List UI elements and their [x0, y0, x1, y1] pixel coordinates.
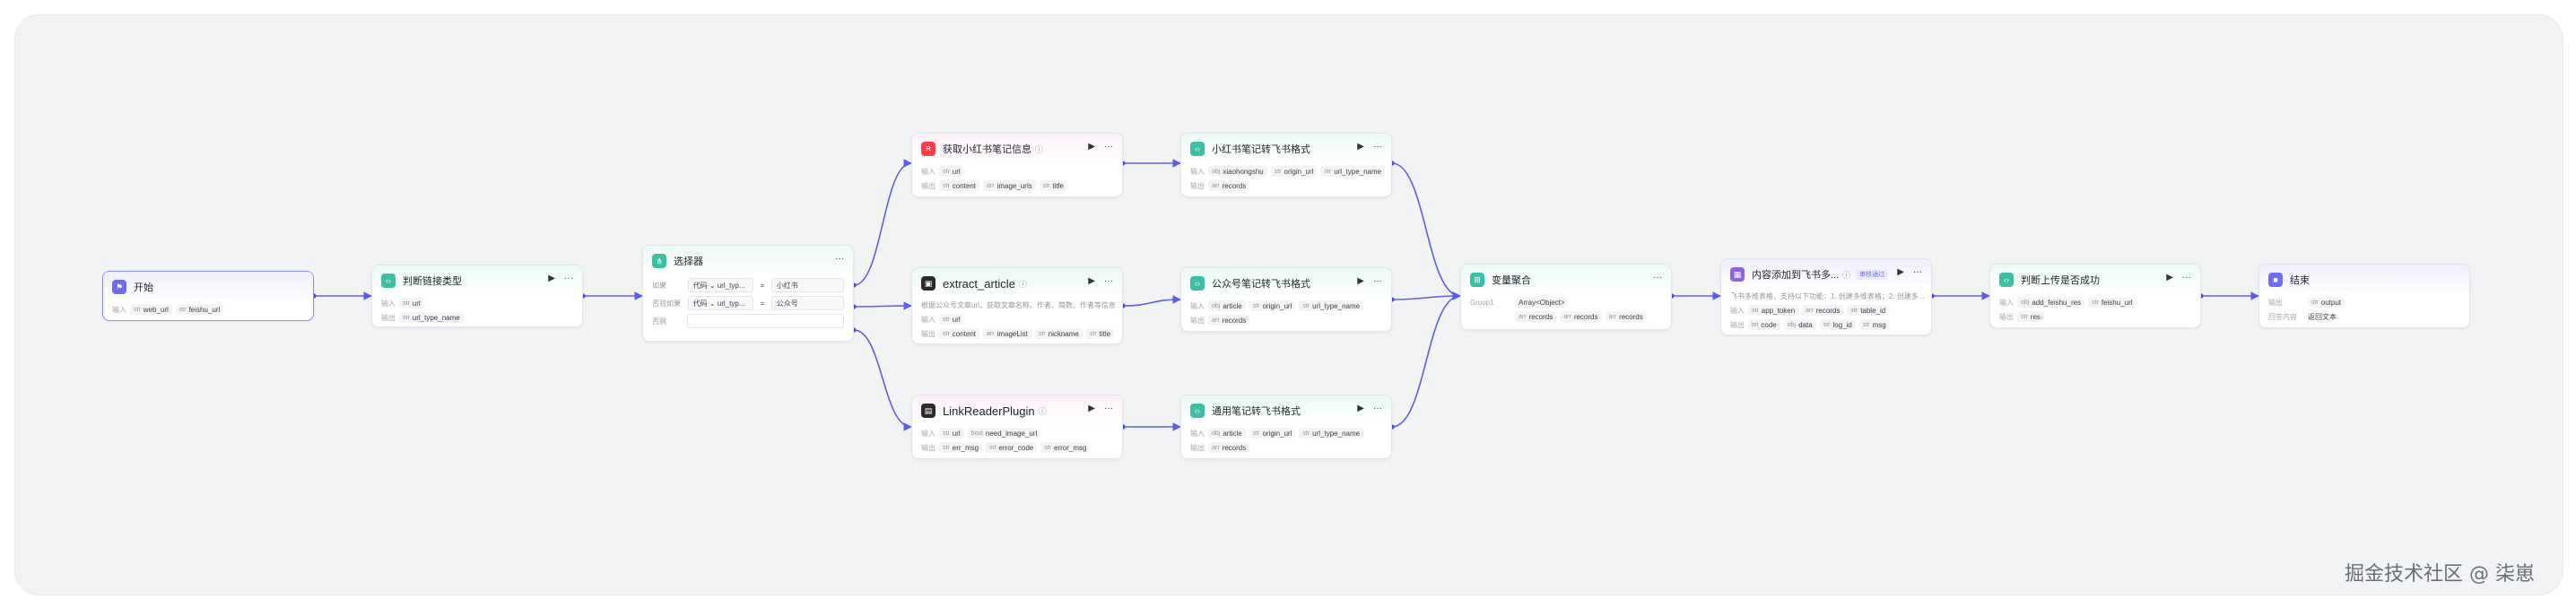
node-header: ‹› 小红书笔记转飞书格式 ▶···: [1181, 134, 1391, 164]
node-header: ⚑ 开始: [103, 272, 313, 302]
node-header: ▦ 内容添加到飞书多...ⓘ 审核通过 ▶···: [1721, 259, 1931, 290]
article-plugin-icon: ▣: [921, 276, 936, 291]
condition-else: 否则: [643, 312, 853, 330]
chevron-icon: ⌄: [709, 281, 716, 290]
node-header: ‹› 判断链接类型 ▶···: [372, 265, 582, 296]
node-header: ■ 结束: [2259, 265, 2469, 295]
aggregate-icon: ⊞: [1470, 273, 1484, 287]
more-button[interactable]: ···: [1104, 276, 1113, 286]
run-button[interactable]: ▶: [1357, 404, 1364, 413]
more-button[interactable]: ···: [1373, 142, 1382, 152]
run-button[interactable]: ▶: [548, 274, 555, 283]
more-button[interactable]: ···: [1653, 273, 1662, 282]
node-add-to-feishu[interactable]: ▦ 内容添加到飞书多...ⓘ 审核通过 ▶··· 飞书多维表格，支持以下功能：1…: [1720, 258, 1932, 335]
node-selector[interactable]: ⋔ 选择器 ··· 如果 代码 ⌄ url_typ... = 小红书 否则如果 …: [642, 245, 854, 342]
code-icon: ‹›: [381, 274, 396, 288]
code-icon: ‹›: [1999, 273, 2014, 287]
run-button[interactable]: ▶: [1088, 276, 1095, 286]
more-button[interactable]: ···: [835, 254, 844, 264]
more-button[interactable]: ···: [1373, 404, 1382, 413]
code-icon: ‹›: [1190, 142, 1205, 156]
node-header: ‹› 公众号笔记转飞书格式 ▶···: [1181, 268, 1391, 299]
more-button[interactable]: ···: [2182, 273, 2191, 282]
info-icon: ⓘ: [1842, 270, 1851, 280]
feishu-bitable-icon: ▦: [1730, 267, 1745, 282]
condition-else-if: 否则如果 代码 ⌄ url_typ... = 公众号: [643, 294, 853, 312]
more-button[interactable]: ···: [1373, 276, 1382, 286]
run-button[interactable]: ▶: [1088, 404, 1095, 413]
run-button[interactable]: ▶: [2166, 273, 2173, 282]
link-reader-icon: ▤: [921, 404, 936, 418]
info-icon: ⓘ: [1035, 144, 1044, 154]
chevron-icon: ⌄: [709, 299, 716, 308]
more-button[interactable]: ···: [1104, 142, 1113, 152]
info-icon: ⓘ: [1038, 406, 1047, 416]
node-header: ⋔ 选择器 ···: [643, 246, 853, 276]
code-icon: ‹›: [1190, 404, 1205, 418]
run-button[interactable]: ▶: [1897, 267, 1904, 277]
node-header: ‹› 通用笔记转飞书格式 ▶···: [1181, 395, 1391, 426]
selector-icon: ⋔: [652, 254, 666, 268]
start-icon: ⚑: [112, 280, 126, 294]
run-button[interactable]: ▶: [1088, 142, 1095, 152]
code-icon: ‹›: [1190, 276, 1205, 291]
status-badge: 审核通过: [1856, 269, 1889, 280]
end-icon: ■: [2268, 273, 2283, 287]
run-button[interactable]: ▶: [1357, 142, 1364, 152]
more-button[interactable]: ···: [1913, 267, 1922, 277]
info-icon: ⓘ: [1018, 279, 1027, 289]
node-header: ⊞ 变量聚合 ···: [1461, 265, 1671, 295]
watermark: 掘金技术社区 @ 柒崽: [2345, 563, 2535, 586]
more-button[interactable]: ···: [1104, 404, 1113, 413]
xiaohongshu-logo-icon: R: [921, 142, 936, 156]
more-button[interactable]: ···: [564, 274, 573, 283]
node-header: ‹› 判断上传是否成功 ▶···: [1990, 265, 2200, 295]
condition-if: 如果 代码 ⌄ url_typ... = 小红书: [643, 276, 853, 294]
node-title: 开始: [134, 282, 153, 293]
run-button[interactable]: ▶: [1357, 276, 1364, 286]
